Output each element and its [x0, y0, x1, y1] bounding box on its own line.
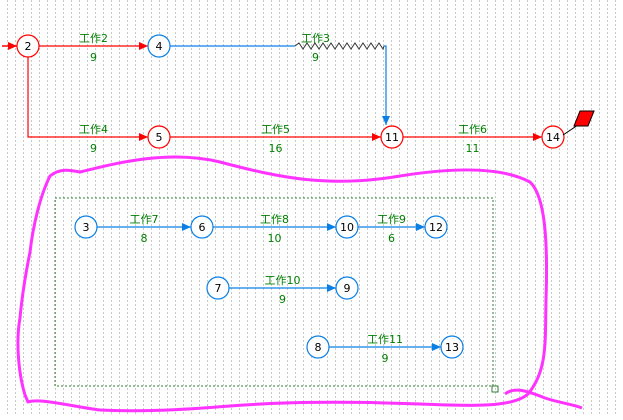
- activity-name: 工作3: [301, 32, 330, 45]
- activity-arrow[interactable]: [27, 57, 148, 141]
- node-number: 2: [25, 40, 32, 53]
- activity-duration: 9: [382, 352, 389, 365]
- node-circle[interactable]: [74, 215, 98, 239]
- activity-name: 工作10: [265, 274, 301, 287]
- node-number: 5: [156, 131, 163, 144]
- activity-name: 工作2: [79, 32, 108, 45]
- activity-duration: 9: [279, 293, 286, 306]
- node-circle[interactable]: [147, 125, 171, 149]
- node-circle[interactable]: [335, 276, 359, 300]
- node-5[interactable]: 5: [147, 125, 171, 149]
- activity-name: 工作11: [367, 333, 403, 346]
- node-number: 12: [429, 221, 443, 234]
- activity-duration: 9: [90, 142, 97, 155]
- node-6[interactable]: 6: [190, 215, 214, 239]
- activity-duration: 9: [90, 51, 97, 64]
- node-11[interactable]: 11: [380, 125, 404, 149]
- node-14[interactable]: 14: [541, 125, 565, 149]
- node-circle[interactable]: [424, 215, 448, 239]
- node-number: 6: [199, 221, 206, 234]
- node-7[interactable]: 7: [206, 276, 230, 300]
- activity-4-11[interactable]: [170, 42, 390, 125]
- node-number: 4: [156, 40, 163, 53]
- node-circle[interactable]: [147, 34, 171, 58]
- node-number: 9: [344, 282, 351, 295]
- activity-duration: 11: [466, 142, 480, 155]
- node-circle[interactable]: [206, 276, 230, 300]
- node-circle[interactable]: [306, 335, 330, 359]
- activity-duration: 6: [388, 232, 395, 245]
- node-8[interactable]: 8: [306, 335, 330, 359]
- node-number: 10: [340, 221, 354, 234]
- node-3[interactable]: 3: [74, 215, 98, 239]
- node-number: 3: [83, 221, 90, 234]
- activity-duration: 8: [141, 232, 148, 245]
- highlight-outline: [16, 155, 549, 413]
- node-9[interactable]: 9: [335, 276, 359, 300]
- activity-name: 工作6: [458, 123, 487, 136]
- highlight-tail: [504, 388, 583, 410]
- node-2[interactable]: 2: [16, 34, 40, 58]
- activity-name: 工作5: [261, 123, 290, 136]
- node-4[interactable]: 4: [147, 34, 171, 58]
- activity-name: 工作4: [79, 123, 108, 136]
- activity-duration: 9: [312, 51, 319, 64]
- node-circle[interactable]: [380, 125, 404, 149]
- node-number: 14: [546, 131, 560, 144]
- node-circle[interactable]: [190, 215, 214, 239]
- node-circle[interactable]: [440, 335, 464, 359]
- activity-name: 工作8: [260, 213, 289, 226]
- node-12[interactable]: 12: [424, 215, 448, 239]
- node-number: 7: [215, 282, 222, 295]
- node-circle[interactable]: [335, 215, 359, 239]
- finish-flag-icon: [562, 110, 595, 136]
- free-float-wave: [294, 42, 385, 51]
- activity-duration: 10: [268, 232, 282, 245]
- group-box: [54, 197, 494, 387]
- activity-2-5[interactable]: [27, 57, 148, 141]
- node-number: 13: [445, 341, 459, 354]
- activity-duration: 16: [269, 142, 283, 155]
- activity-name: 工作7: [130, 213, 159, 226]
- node-circle[interactable]: [541, 125, 565, 149]
- activity-name: 工作9: [377, 213, 406, 226]
- node-circle[interactable]: [16, 34, 40, 58]
- node-number: 8: [315, 341, 322, 354]
- node-10[interactable]: 10: [335, 215, 359, 239]
- activity-arrow-drop[interactable]: [382, 45, 390, 125]
- group-box-resize-handle[interactable]: [491, 385, 499, 393]
- node-number: 11: [385, 131, 399, 144]
- node-13[interactable]: 13: [440, 335, 464, 359]
